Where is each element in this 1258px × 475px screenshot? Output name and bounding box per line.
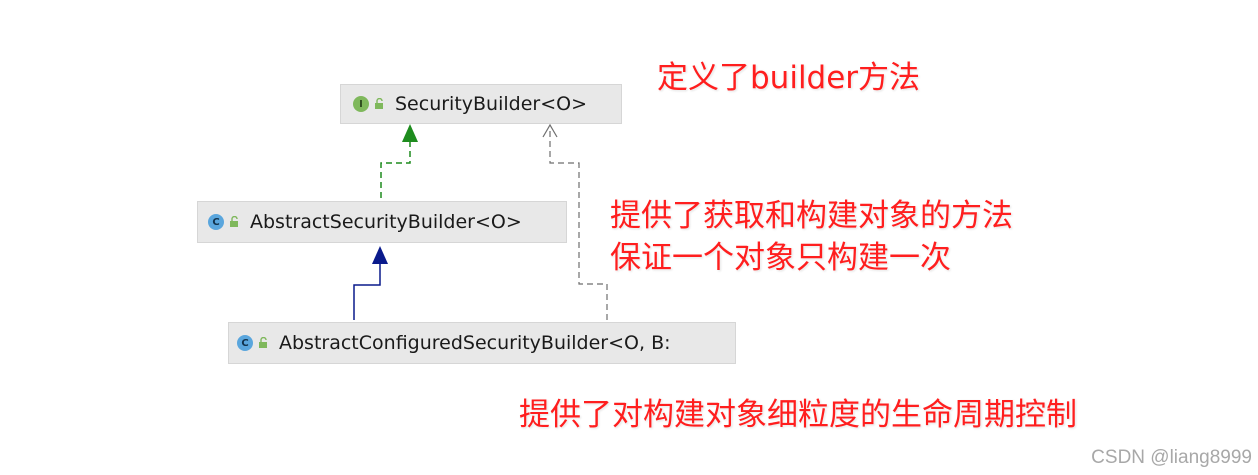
lock-open-icon (230, 216, 238, 227)
lock-open-icon (375, 98, 383, 109)
edge-dependency-security-builder (549, 127, 608, 320)
arrowhead-extends (372, 246, 388, 264)
node-label: AbstractSecurityBuilder<O> (250, 211, 522, 233)
class-icon: C (237, 335, 253, 351)
node-label: AbstractConfiguredSecurityBuilder<O, B: (279, 332, 671, 354)
note-get-and-build-line2: 保证一个对象只构建一次 (610, 240, 951, 276)
interface-icon: I (353, 96, 369, 112)
node-label: SecurityBuilder<O> (395, 93, 588, 115)
class-icon: C (208, 214, 224, 230)
note-get-and-build-line1: 提供了获取和构建对象的方法 (610, 198, 1013, 234)
note-lifecycle-control: 提供了对构建对象细粒度的生命周期控制 (519, 397, 1077, 433)
arrowhead-dependency (542, 123, 558, 138)
note-define-builder: 定义了builder方法 (657, 60, 921, 96)
lock-open-icon (259, 337, 267, 348)
node-security-builder[interactable]: I SecurityBuilder<O> (340, 84, 622, 124)
edge-extends-abstract-security-builder (353, 264, 381, 320)
edge-implements-security-builder (380, 141, 411, 198)
node-abstract-configured-security-builder[interactable]: C AbstractConfiguredSecurityBuilder<O, B… (228, 322, 736, 364)
arrowhead-implements (402, 124, 418, 142)
watermark: CSDN @liang8999 (1091, 447, 1252, 468)
node-abstract-security-builder[interactable]: C AbstractSecurityBuilder<O> (197, 201, 567, 243)
